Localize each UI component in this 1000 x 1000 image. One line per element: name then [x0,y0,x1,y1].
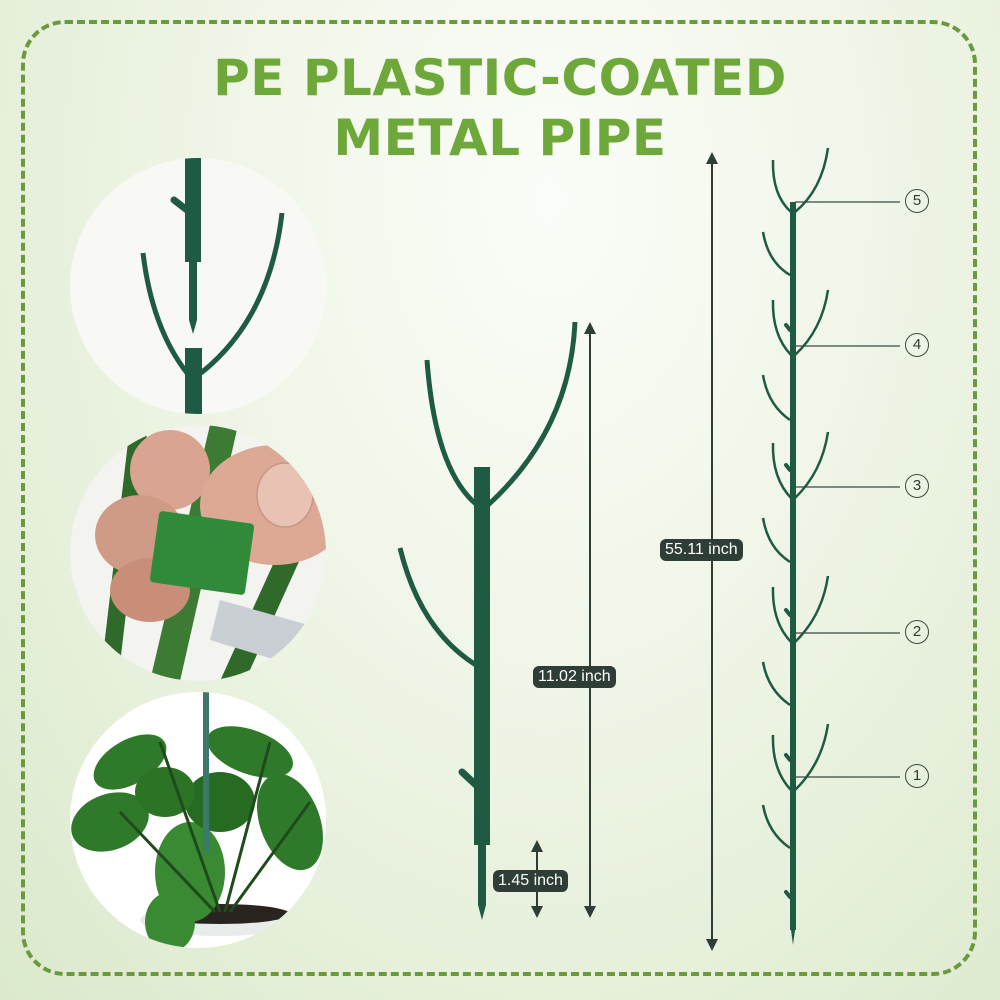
photo-potted-plant [70,692,326,948]
velcro-tie-illustration [70,425,326,681]
page-title: PE PLASTIC-COATED METAL PIPE [0,48,1000,168]
section-marker-4: 4 [905,333,929,357]
section-marker-5: 5 [905,189,929,213]
photo-velcro-tie [70,425,326,681]
dashed-border-frame [21,20,977,976]
title-line-1: PE PLASTIC-COATED [213,49,787,107]
stake-joint-illustration [140,158,285,414]
single-stake-section [397,321,578,920]
section-marker-3: 3 [905,474,929,498]
dimension-label-spike: 1.45 inch [493,870,568,892]
section-marker-1: 1 [905,764,929,788]
dimension-label-section: 11.02 inch [533,666,616,688]
photo-stake-connection [70,158,326,414]
section-marker-2: 2 [905,620,929,644]
assembled-stake [761,147,900,945]
plant-illustration [70,692,326,948]
dimension-label-total: 55.11 inch [660,539,743,561]
title-line-2: METAL PIPE [333,109,667,167]
